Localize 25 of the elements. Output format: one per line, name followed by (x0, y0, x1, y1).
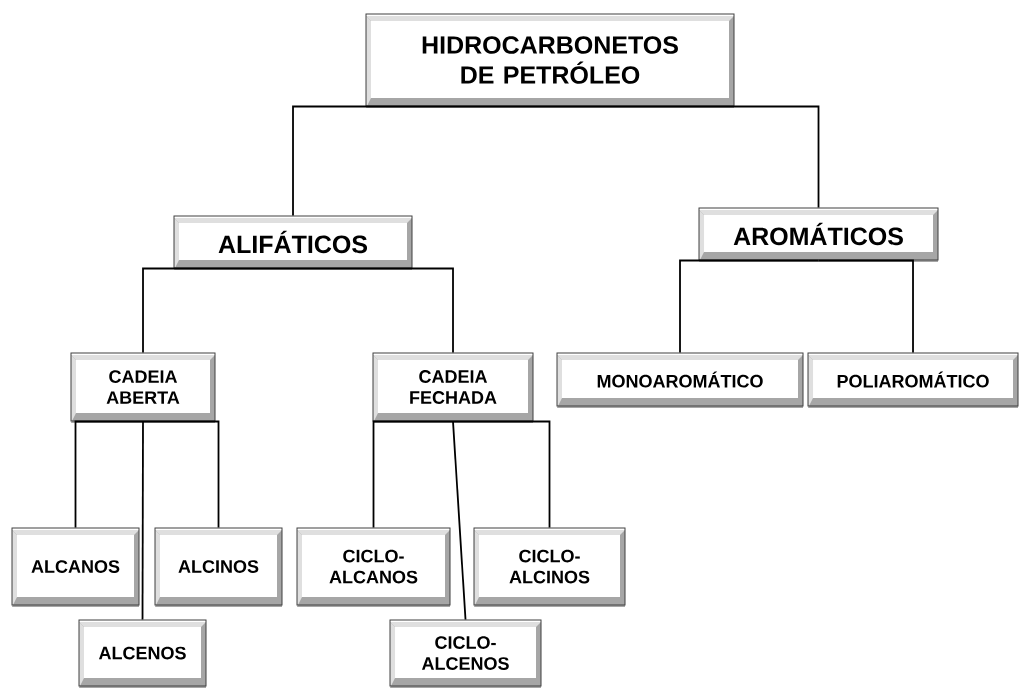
category-box: ALCINOS (154, 527, 283, 607)
category-box: ALCENOS (78, 619, 207, 688)
category-box: POLIAROMÁTICO (807, 352, 1019, 408)
connector-line (679, 259, 820, 354)
connector-line (549, 105, 820, 209)
category-box: ALIFÁTICOS (173, 215, 413, 270)
connector-line (292, 105, 551, 217)
category-box: CICLO-ALCANOS (296, 527, 451, 607)
connector-line (141, 420, 144, 621)
connector-line (372, 420, 454, 529)
connector-line (817, 259, 914, 354)
category-box: MONOAROMÁTICO (556, 352, 804, 408)
connector-line (292, 267, 454, 354)
category-box: HIDROCARBONETOS DE PETRÓLEO (365, 13, 735, 108)
connector-line (452, 420, 467, 621)
category-box: CICLO-ALCINOS (473, 527, 626, 607)
category-box: ALCANOS (11, 527, 140, 607)
connector-line (142, 267, 294, 354)
category-box: CADEIA ABERTA (70, 352, 216, 423)
category-box: CADEIA FECHADA (372, 352, 534, 423)
connector-line (142, 420, 220, 529)
category-box: AROMÁTICOS (698, 207, 939, 262)
connector-line (452, 420, 551, 529)
category-box: CICLO-ALCENOS (389, 619, 542, 688)
connector-line (74, 420, 144, 529)
